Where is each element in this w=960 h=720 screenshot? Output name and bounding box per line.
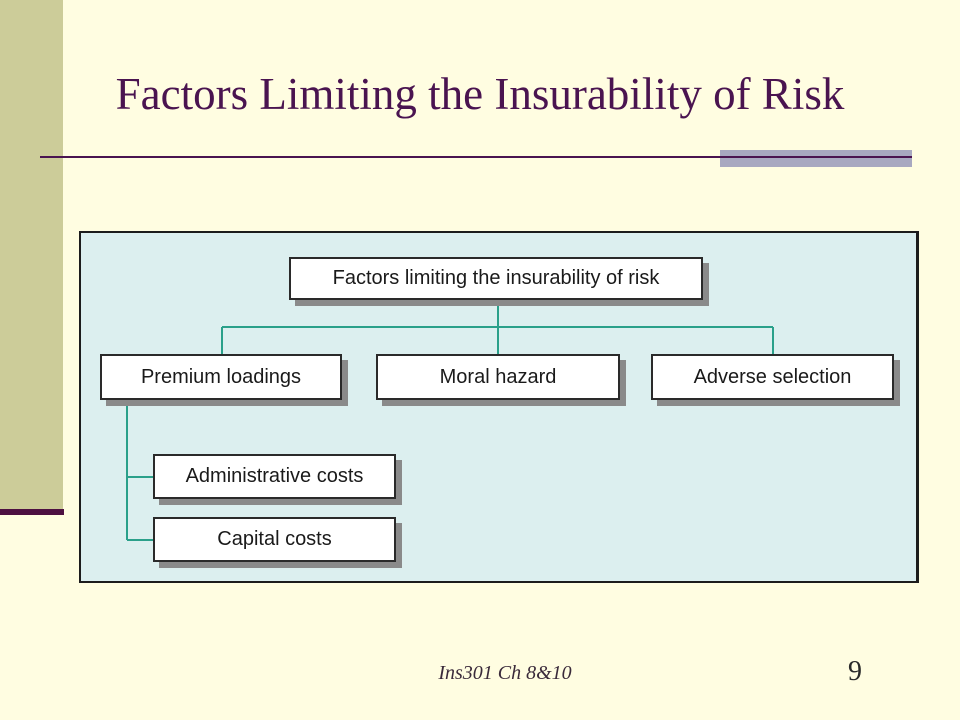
org-chart-diagram: Factors limiting the insurability of ris… xyxy=(79,231,919,583)
page-number: 9 xyxy=(848,656,862,687)
capital-costs-node: Capital costs xyxy=(153,517,396,562)
moral-hazard-node: Moral hazard xyxy=(376,354,620,400)
connector-lines xyxy=(126,300,774,541)
title-underline-accent xyxy=(720,150,912,167)
title-underline xyxy=(40,156,912,158)
adverse-selection-node: Adverse selection xyxy=(651,354,894,400)
slide-footer: Ins301 Ch 8&10 xyxy=(438,662,572,684)
adverse-selection-label: Adverse selection xyxy=(693,365,852,388)
premium-loadings-node: Premium loadings xyxy=(100,354,342,400)
capital-costs-label: Capital costs xyxy=(217,528,332,550)
administrative-costs-label: Administrative costs xyxy=(185,465,364,487)
moral-hazard-label: Moral hazard xyxy=(439,365,557,388)
premium-loadings-label: Premium loadings xyxy=(140,365,302,388)
left-accent-bar xyxy=(0,0,63,512)
root-node: Factors limiting the insurability of ris… xyxy=(289,257,703,300)
left-accent-bar-foot xyxy=(0,509,64,515)
slide-title: Factors Limiting the Insurability of Ris… xyxy=(115,69,845,119)
root-node-label: Factors limiting the insurability of ris… xyxy=(332,267,660,289)
administrative-costs-node: Administrative costs xyxy=(153,454,396,499)
